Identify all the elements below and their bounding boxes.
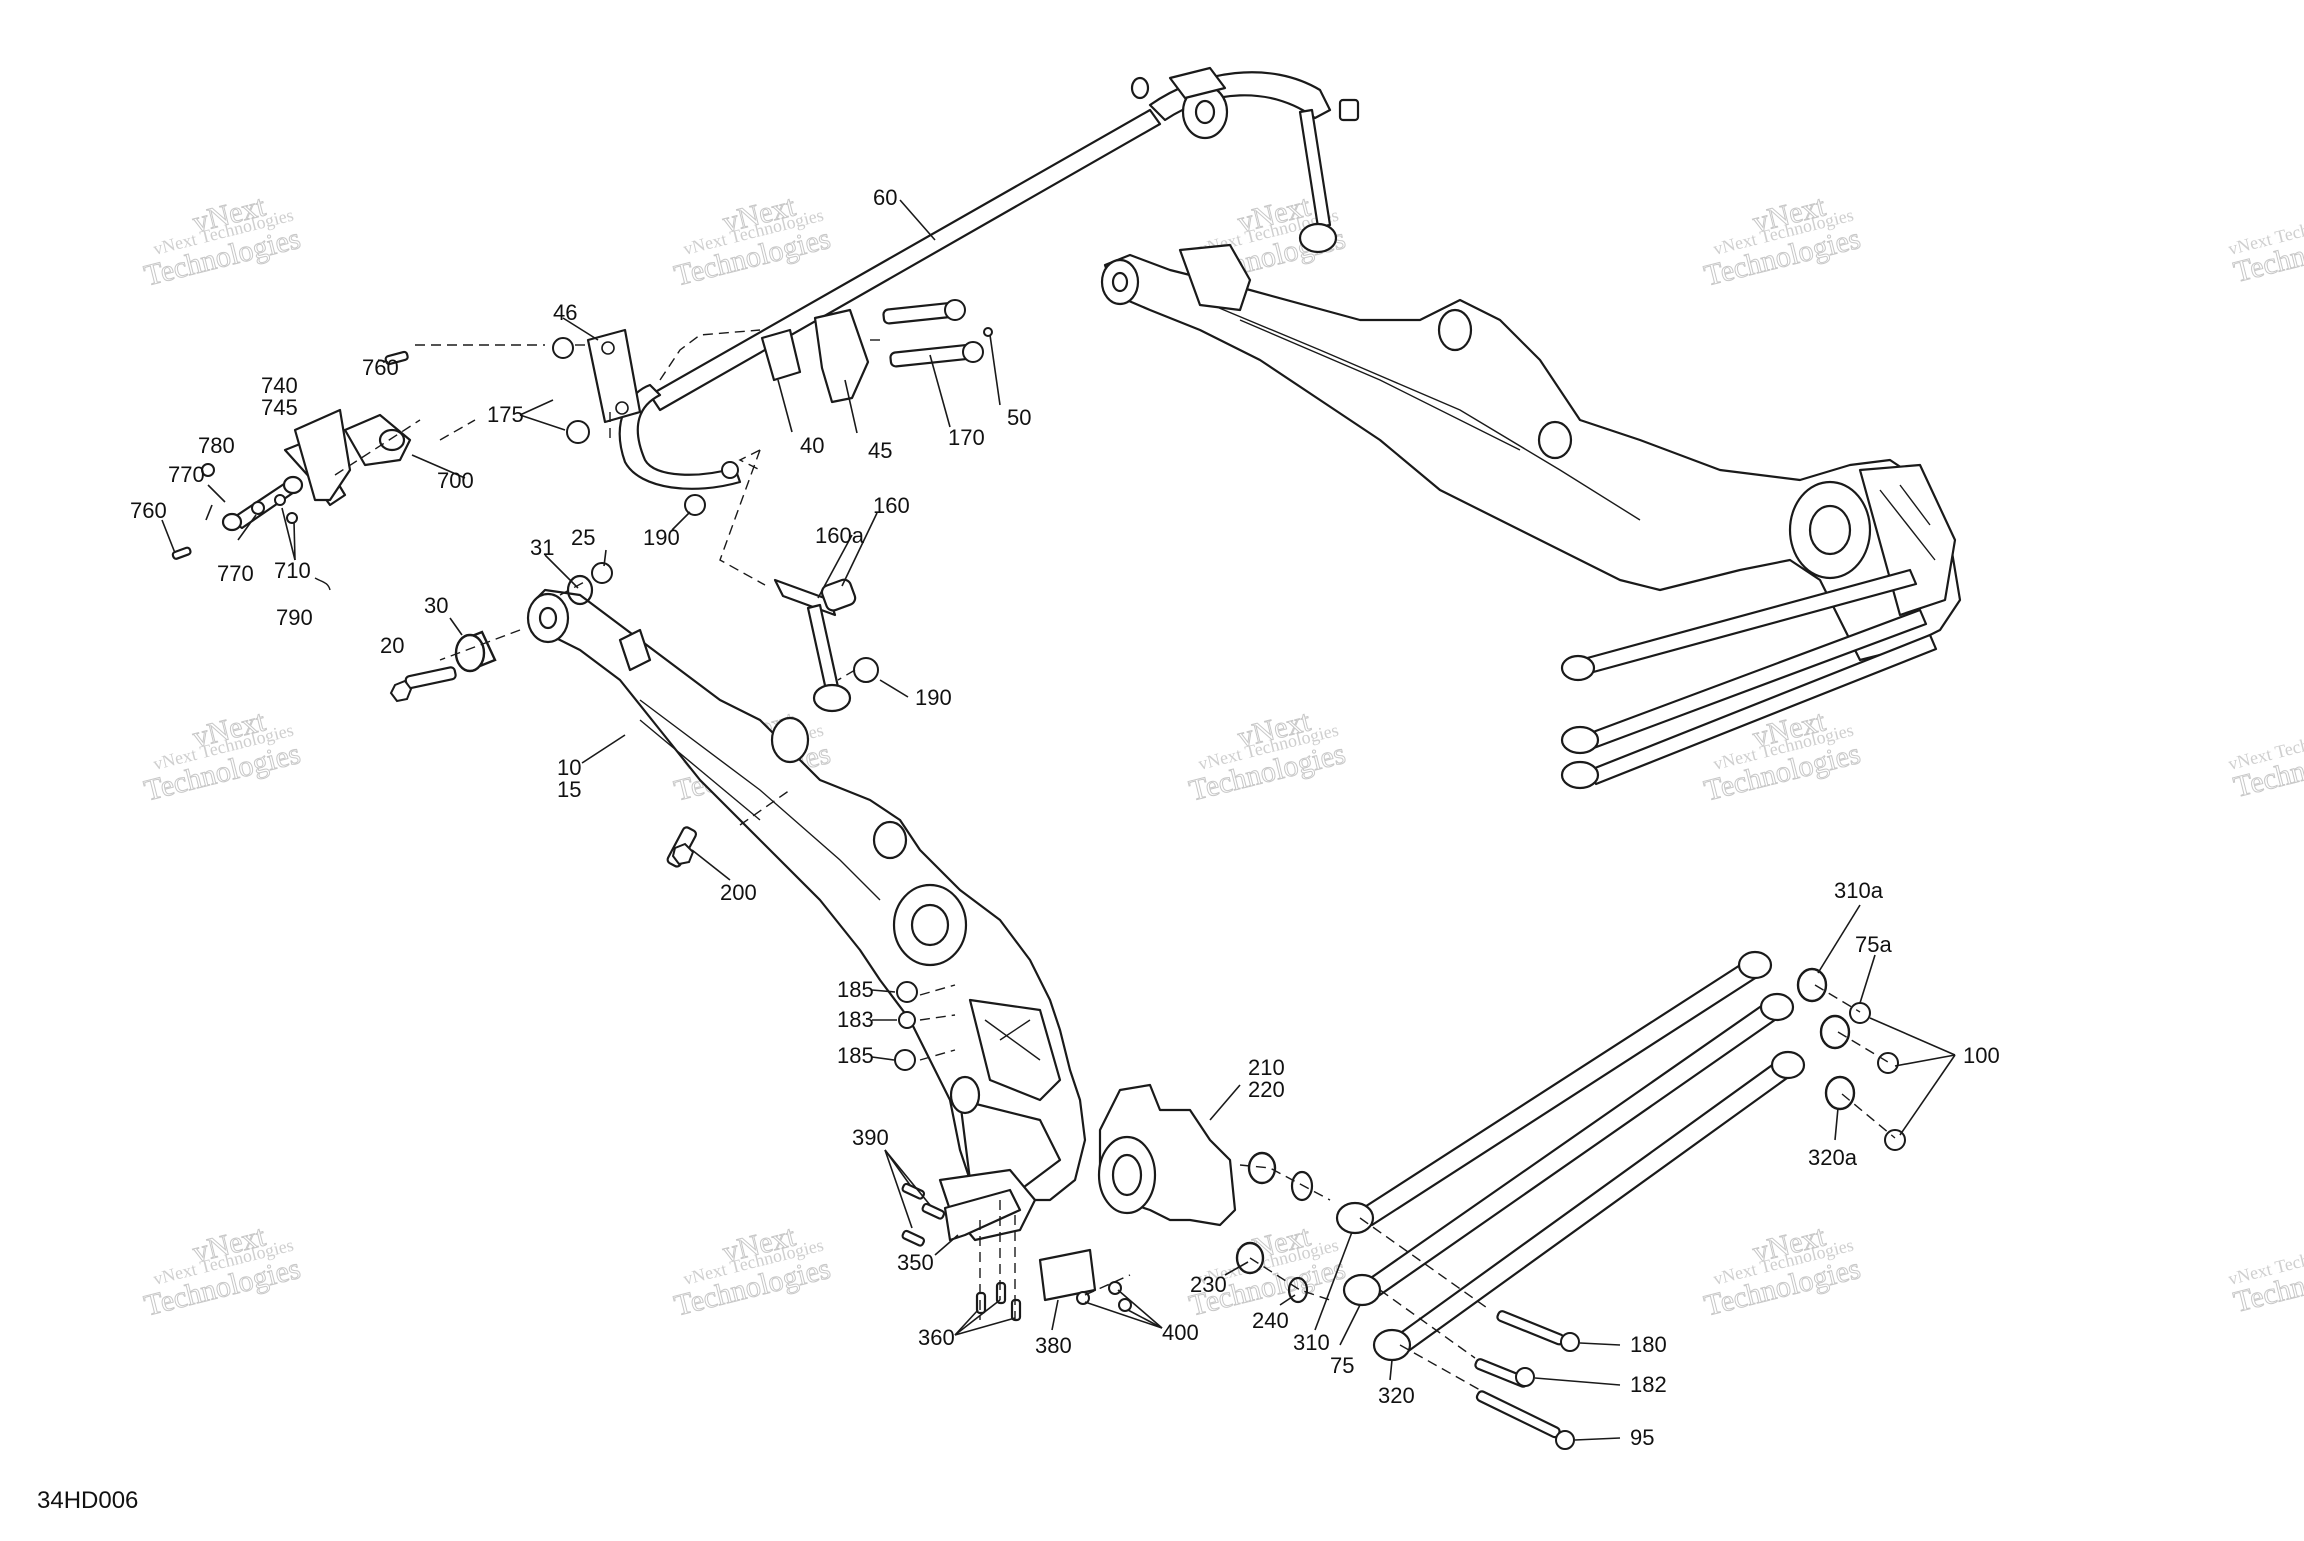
callout-75: 75 bbox=[1330, 1353, 1354, 1378]
callout-320: 320 bbox=[1378, 1383, 1415, 1408]
callout-210: 210 bbox=[1248, 1055, 1285, 1080]
right-trailing-arm bbox=[1100, 243, 1962, 662]
callout-310: 310 bbox=[1293, 1330, 1330, 1355]
watermark: vNext Technologies vNext Technologies bbox=[1185, 1219, 1349, 1323]
watermark: vNext Technologies vNext Technologies bbox=[1700, 704, 1864, 808]
lower-lateral-links bbox=[1335, 950, 1906, 1450]
callout-360: 360 bbox=[918, 1325, 955, 1350]
callout-770: 770 bbox=[168, 462, 205, 487]
callout-25: 25 bbox=[571, 525, 595, 550]
callout-320a: 320a bbox=[1808, 1145, 1858, 1170]
sway-bar-bracket-group bbox=[552, 299, 993, 516]
callout-190-lower: 190 bbox=[915, 685, 952, 710]
callout-labels: 60 46 175 40 45 170 50 190 740 745 760 7… bbox=[130, 185, 2000, 1450]
callout-790: 790 bbox=[276, 605, 313, 630]
callout-182: 182 bbox=[1630, 1372, 1667, 1397]
callout-15: 15 bbox=[557, 777, 581, 802]
callout-770-lower: 770 bbox=[217, 561, 254, 586]
callout-170: 170 bbox=[948, 425, 985, 450]
callout-45: 45 bbox=[868, 438, 892, 463]
callout-180: 180 bbox=[1630, 1332, 1667, 1357]
callout-50: 50 bbox=[1007, 405, 1031, 430]
watermark: vNext Technologies vNext Technologies bbox=[140, 189, 304, 293]
callout-350: 350 bbox=[897, 1250, 934, 1275]
callout-185: 185 bbox=[837, 977, 874, 1002]
callout-40: 40 bbox=[800, 433, 824, 458]
callout-160: 160 bbox=[873, 493, 910, 518]
watermark: vNext Technologies vNext Technologies bbox=[670, 1219, 834, 1323]
watermark: vNext Technologies Technologies bbox=[2226, 1235, 2304, 1320]
callout-310a: 310a bbox=[1834, 878, 1884, 903]
sway-link bbox=[773, 578, 879, 713]
watermark: vNext Technologies vNext Technologies bbox=[140, 1219, 304, 1323]
callout-160a: 160a bbox=[815, 523, 865, 548]
callout-185-lower: 185 bbox=[837, 1043, 874, 1068]
callout-20: 20 bbox=[380, 633, 404, 658]
watermark: vNext Technologies vNext Technologies bbox=[670, 189, 834, 293]
callout-400: 400 bbox=[1162, 1320, 1199, 1345]
callout-200: 200 bbox=[720, 880, 757, 905]
callout-60: 60 bbox=[873, 185, 897, 210]
callout-190: 190 bbox=[643, 525, 680, 550]
callout-46: 46 bbox=[553, 300, 577, 325]
right-lateral-links bbox=[1560, 568, 1938, 790]
watermark: vNext Technologies vNext Technologies bbox=[1700, 189, 1864, 293]
watermark: vNext Technologies Technologies bbox=[2226, 720, 2304, 805]
callout-240: 240 bbox=[1252, 1308, 1289, 1333]
sensor-bracket-group bbox=[171, 350, 412, 591]
bracket-hardware bbox=[901, 1182, 1132, 1322]
callout-740: 740 bbox=[261, 373, 298, 398]
callout-780: 780 bbox=[198, 433, 235, 458]
callout-31: 31 bbox=[530, 535, 554, 560]
watermark: vNext Technologies vNext Technologies bbox=[1185, 704, 1349, 808]
callout-230: 230 bbox=[1190, 1272, 1227, 1297]
pivot-hardware bbox=[389, 562, 698, 868]
assembly-lines bbox=[334, 329, 1896, 1391]
callout-760: 760 bbox=[362, 355, 399, 380]
diagram-code: 34HD006 bbox=[37, 1487, 138, 1514]
watermark: vNext Technologies vNext Technologies bbox=[140, 704, 304, 808]
callout-220: 220 bbox=[1248, 1077, 1285, 1102]
callout-380: 380 bbox=[1035, 1333, 1072, 1358]
callout-760-lower: 760 bbox=[130, 498, 167, 523]
callout-175: 175 bbox=[487, 402, 524, 427]
callout-75a: 75a bbox=[1855, 932, 1892, 957]
callout-390: 390 bbox=[852, 1125, 889, 1150]
callout-95: 95 bbox=[1630, 1425, 1654, 1450]
callout-30: 30 bbox=[424, 593, 448, 618]
watermark: vNext Technologies vNext Technologies bbox=[1700, 1219, 1864, 1323]
callout-183: 183 bbox=[837, 1007, 874, 1032]
leader-lines bbox=[161, 199, 1956, 1441]
watermark: vNext Technologies Technologies bbox=[2226, 205, 2304, 290]
callout-745: 745 bbox=[261, 395, 298, 420]
callout-10: 10 bbox=[557, 755, 581, 780]
callout-710: 710 bbox=[274, 558, 311, 583]
left-trailing-arm bbox=[526, 588, 1087, 1202]
callout-100: 100 bbox=[1963, 1043, 2000, 1068]
callout-700: 700 bbox=[437, 468, 474, 493]
